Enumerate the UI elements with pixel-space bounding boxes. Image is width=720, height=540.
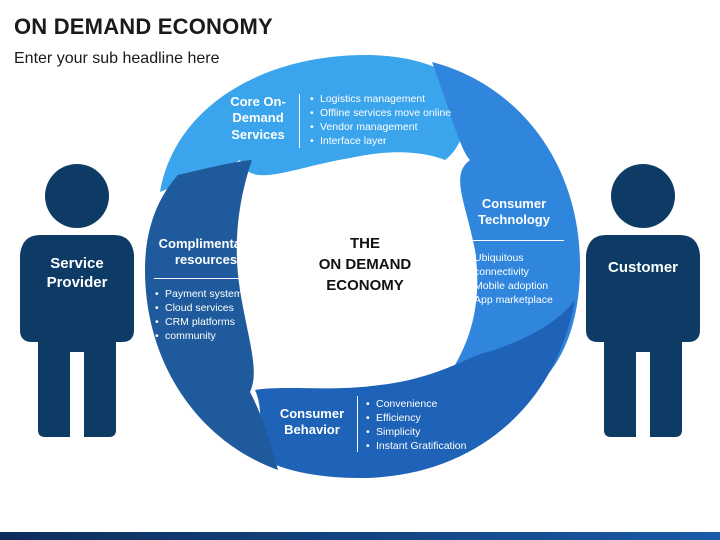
- person-body: [586, 235, 700, 437]
- list-item: Interface layer: [310, 134, 451, 148]
- list-item: App marketplace: [464, 293, 553, 307]
- list-item: Simplicity: [366, 425, 466, 439]
- consumer-technology-title: Consumer Technology: [466, 196, 562, 229]
- center-title: THE ON DEMAND ECONOMY: [295, 233, 435, 296]
- list-item: Instant Gratification: [366, 439, 466, 453]
- list-item: Logistics management: [310, 92, 451, 106]
- list-item: Efficiency: [366, 411, 466, 425]
- list-item: Convenience: [366, 397, 466, 411]
- service-provider-label-line1: Service: [50, 255, 104, 272]
- center-title-line2: ON DEMAND: [318, 256, 412, 273]
- segment-consumer-behavior: [255, 300, 575, 478]
- core-services-title-line: Core On-: [230, 94, 286, 109]
- consumer-behavior-divider: [357, 396, 358, 452]
- person-head: [45, 164, 109, 228]
- complimentary-resources-list: Payment systems Cloud services CRM platf…: [155, 287, 248, 343]
- core-services-list: Logistics management Offline services mo…: [310, 92, 451, 148]
- bottom-accent-bar: [0, 532, 720, 540]
- center-title-line1: THE: [350, 235, 380, 252]
- list-item: community: [155, 329, 248, 343]
- core-services-title-line: Demand: [232, 110, 284, 126]
- consumer-technology-list: Ubiquitous connectivity Mobile adoption …: [464, 251, 553, 307]
- consumer-technology-title-line: Consumer: [481, 196, 547, 211]
- list-item: CRM platforms: [155, 315, 248, 329]
- list-item: Ubiquitous: [464, 251, 553, 265]
- person-body: [20, 235, 134, 437]
- page-title: ON DEMAND ECONOMY: [14, 14, 273, 39]
- consumer-behavior-title-line: Behavior: [284, 422, 340, 438]
- consumer-behavior-title-line: Consumer: [279, 406, 345, 421]
- person-head: [611, 164, 675, 228]
- list-item: Mobile adoption: [464, 279, 553, 293]
- page-subtitle: Enter your sub headline here: [14, 50, 220, 67]
- list-item-continuation: connectivity: [474, 266, 529, 278]
- complimentary-resources-title-line: Complimentary: [158, 236, 254, 251]
- complimentary-resources-title: Complimentary resources: [150, 236, 262, 269]
- service-provider-label: Service Provider: [37, 255, 117, 293]
- consumer-technology-divider: [462, 240, 564, 241]
- service-provider-figure: [20, 164, 134, 437]
- consumer-technology-title-line: Technology: [478, 212, 550, 228]
- center-title-line3: ECONOMY: [326, 277, 404, 294]
- list-item: Vendor management: [310, 120, 451, 134]
- complimentary-resources-divider: [154, 278, 258, 279]
- core-services-title-line: Services: [231, 126, 285, 142]
- consumer-behavior-title: Consumer Behavior: [272, 406, 352, 439]
- list-item: connectivity: [464, 265, 553, 279]
- customer-figure: [586, 164, 700, 437]
- complimentary-resources-title-line: resources: [174, 252, 238, 268]
- core-services-title: Core On- Demand Services: [222, 94, 294, 143]
- list-item: Payment systems: [155, 287, 248, 301]
- list-item: Cloud services: [155, 301, 248, 315]
- service-provider-label-line2: Provider: [46, 273, 108, 291]
- core-services-divider: [299, 94, 300, 148]
- consumer-behavior-list: Convenience Efficiency Simplicity Instan…: [366, 397, 466, 453]
- list-item: Offline services move online: [310, 106, 451, 120]
- customer-label: Customer: [607, 259, 678, 276]
